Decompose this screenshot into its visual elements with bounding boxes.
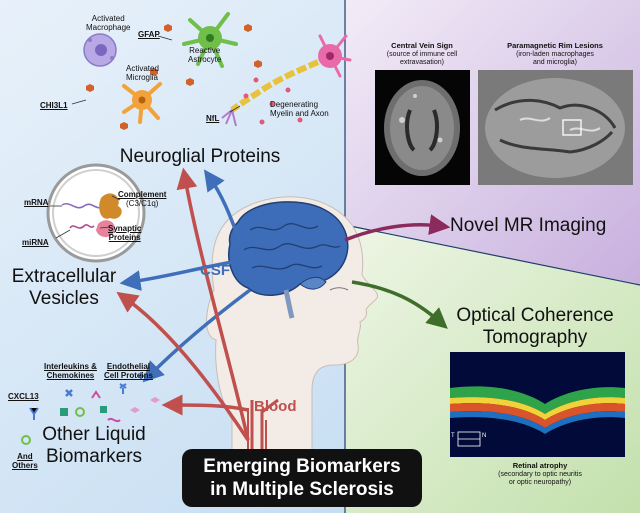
endothelial-label: Endothelial Cell Proteins — [104, 362, 153, 380]
cxcl13-label: CXCL13 — [8, 392, 39, 401]
divider-diagonal — [344, 224, 640, 286]
oct-caption-sub1: (secondary to optic neuritis — [498, 471, 582, 478]
others-label-line2: Others — [12, 461, 38, 470]
macrophage-icon — [83, 33, 117, 67]
microglia-icon — [122, 82, 162, 124]
neuron-label: Degenerating Myelin and Axon — [270, 100, 329, 118]
microglia-label: Activated Microglia — [126, 64, 159, 82]
others-label: And Others — [12, 452, 38, 470]
complement-label-line1: Complement — [118, 190, 167, 199]
main-title-line1: Emerging Biomarkers — [203, 456, 401, 477]
mri-central-vein-sign — [375, 70, 470, 185]
microglia-label-line1: Activated — [126, 64, 159, 73]
main-title-box: Emerging Biomarkers in Multiple Sclerosi… — [182, 449, 422, 507]
endothelial-label-line1: Endothelial — [106, 362, 151, 371]
prl-caption: Paramagnetic Rim Lesions (iron-laden mac… — [490, 42, 620, 67]
mirna-label: miRNA — [22, 238, 49, 247]
vesicle-circle — [46, 163, 146, 263]
interleukins-label-line1: Interleukins & — [44, 362, 97, 371]
blood-arrows — [116, 167, 250, 441]
macrophage-label: Activated Macrophage — [86, 14, 130, 32]
astrocyte-label-line1: Reactive — [189, 46, 221, 55]
oct-heading-line2: Tomography — [482, 327, 588, 348]
mr-imaging-heading: Novel MR Imaging — [450, 215, 607, 236]
oct-heading: Optical Coherence Tomography — [440, 305, 630, 349]
nfl-label: NfL — [206, 114, 220, 123]
complement-label-line2: (C3/C1q) — [126, 199, 159, 208]
endothelial-label-line2: Cell Proteins — [104, 371, 153, 380]
vesicles-heading: Extracellular Vesicles — [4, 266, 124, 310]
astrocyte-icon — [182, 12, 238, 68]
macrophage-label-line2: Macrophage — [86, 23, 131, 32]
protein-dots — [86, 24, 262, 130]
interleukins-label: Interleukins & Chemokines — [44, 362, 97, 380]
liquid-heading-line1: Other Liquid — [42, 424, 146, 445]
gfap-label: GFAP — [138, 30, 160, 39]
vesicles-heading-line2: Vesicles — [29, 288, 99, 309]
complement-label: Complement (C3/C1q) — [118, 190, 166, 208]
synaptic-label-line2: Proteins — [108, 233, 141, 242]
leader-lines — [50, 35, 241, 239]
astrocyte-label: Reactive Astrocyte — [188, 46, 221, 64]
neuroglial-proteins-heading: Neuroglial Proteins — [119, 146, 281, 167]
macrophage-label-line1: Activated — [91, 14, 125, 23]
cvs-caption: Central Vein Sign (source of immune cell… — [372, 42, 472, 67]
csf-arrows — [119, 169, 252, 383]
cvs-sub2: extravasation) — [400, 59, 444, 66]
interleukins-label-line2: Chemokines — [46, 371, 95, 380]
cvs-title: Central Vein Sign — [391, 41, 453, 50]
main-title-line2: in Multiple Sclerosis — [210, 479, 394, 500]
others-label-line1: And — [17, 452, 33, 461]
oct-arrow — [351, 280, 448, 329]
synaptic-label: Synaptic Proteins — [108, 224, 141, 242]
mr-arrow — [344, 214, 451, 242]
oct-heading-line1: Optical Coherence — [456, 305, 614, 326]
astrocyte-label-line2: Astrocyte — [188, 55, 222, 64]
prl-sub2: and microglia) — [533, 59, 577, 66]
oct-caption-sub2: or optic neuropathy) — [508, 479, 572, 486]
blood-label: Blood — [254, 398, 297, 415]
blood-vessel-icon — [247, 398, 279, 450]
liquid-biomarker-glyphs — [21, 372, 160, 445]
prl-sub1: (iron-laden macrophages — [516, 51, 594, 58]
oct-retina-scan — [450, 352, 625, 457]
brain-icon — [228, 201, 349, 319]
chi3l1-label: CHI3L1 — [40, 101, 68, 110]
csf-label: CSF — [200, 262, 230, 279]
mri-paramagnetic-rim-lesions — [478, 70, 633, 185]
nfl-dots — [243, 77, 303, 125]
oct-marker-t: T — [451, 433, 455, 439]
cvs-sub1: (source of immune cell — [386, 51, 458, 58]
neuron-label-line2: Myelin and Axon — [270, 109, 329, 118]
liquid-heading-line2: Biomarkers — [45, 446, 143, 467]
neuron-label-line1: Degenerating — [270, 100, 319, 109]
vesicles-heading-line1: Extracellular — [11, 266, 117, 287]
neuron-icon — [221, 34, 352, 127]
liquid-biomarkers-heading: Other Liquid Biomarkers — [34, 424, 154, 468]
prl-title: Paramagnetic Rim Lesions — [507, 41, 603, 50]
oct-caption: Retinal atrophy (secondary to optic neur… — [470, 462, 610, 487]
synaptic-label-line1: Synaptic — [108, 224, 142, 233]
eye-icon — [329, 287, 349, 291]
microglia-label-line2: Microglia — [126, 73, 159, 82]
oct-caption-title: Retinal atrophy — [512, 461, 568, 470]
oct-marker-n: N — [482, 433, 487, 439]
mrna-label: mRNA — [24, 198, 49, 207]
